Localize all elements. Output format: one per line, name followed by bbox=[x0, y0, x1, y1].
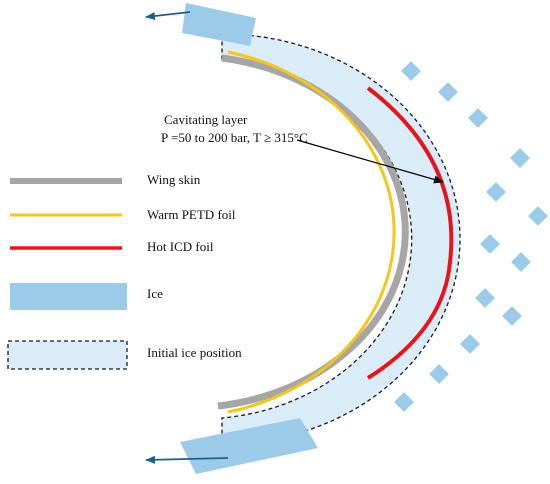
debris-piece bbox=[429, 364, 449, 384]
debris-piece bbox=[468, 108, 488, 128]
legend: Wing skin Warm PETD foil Hot ICD foil Ic… bbox=[7, 172, 242, 370]
annotation-title: Cavitating layer bbox=[164, 112, 248, 127]
annotation-conditions: P =50 to 200 bar, T ≥ 315°C bbox=[161, 130, 308, 145]
ice-chunk-top bbox=[182, 3, 256, 46]
legend-label-wing-skin: Wing skin bbox=[147, 172, 201, 187]
annotation-pointer-arrow bbox=[296, 139, 444, 184]
ice-eject-arrow-bottom bbox=[145, 455, 229, 464]
debris-piece bbox=[401, 61, 421, 81]
debris-piece bbox=[475, 288, 495, 308]
ice-eject-arrow-top bbox=[145, 11, 191, 20]
debris-piece bbox=[528, 206, 548, 226]
legend-label-icd: Hot ICD foil bbox=[147, 239, 214, 254]
ice-chunk-bottom bbox=[180, 418, 318, 474]
debris-piece bbox=[511, 252, 531, 272]
petd-foil-curve bbox=[227, 50, 396, 414]
debris-piece bbox=[480, 234, 500, 254]
debris-piece bbox=[502, 306, 522, 326]
legend-label-ice: Ice bbox=[147, 286, 163, 301]
icd-foil-curve bbox=[366, 86, 454, 380]
debris-piece bbox=[486, 182, 506, 202]
debris-piece bbox=[510, 148, 530, 168]
debris-piece bbox=[460, 334, 480, 354]
debris-piece bbox=[394, 392, 414, 412]
legend-swatch-initial-ice bbox=[7, 340, 128, 370]
debris-piece bbox=[438, 82, 458, 102]
initial-ice-band bbox=[221, 33, 461, 445]
legend-swatch-ice bbox=[10, 283, 127, 310]
legend-label-initial-ice: Initial ice position bbox=[147, 345, 242, 360]
legend-label-petd: Warm PETD foil bbox=[147, 207, 236, 222]
